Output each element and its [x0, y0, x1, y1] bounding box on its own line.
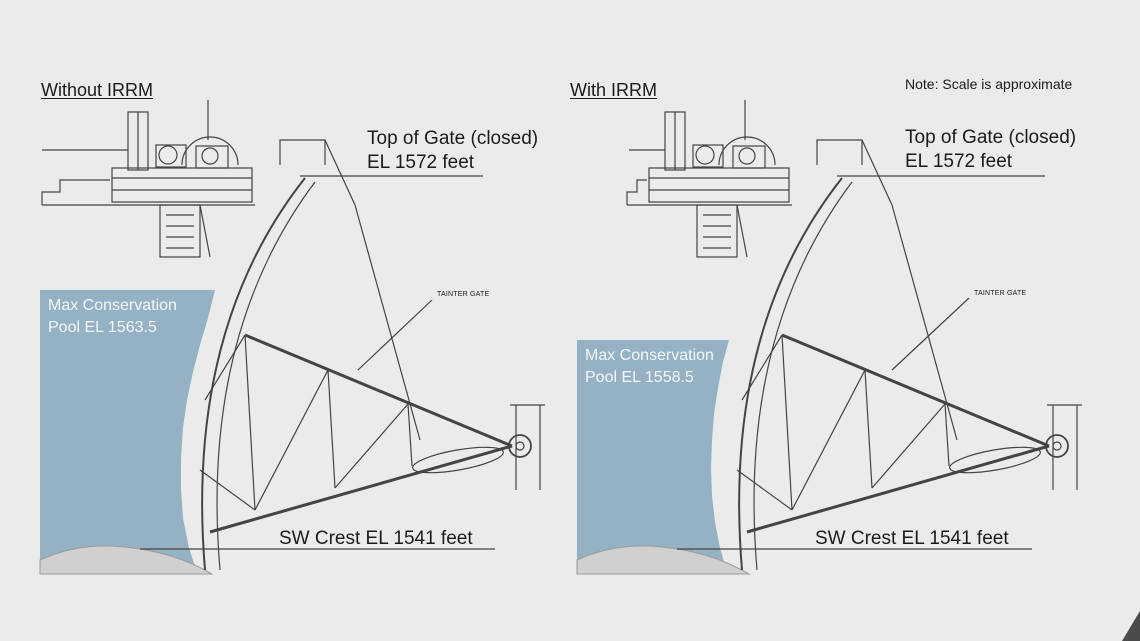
pier-outline — [279, 139, 326, 165]
hoist-ladder — [696, 204, 738, 258]
upper-arm — [781, 333, 1050, 448]
gate-drawing — [39, 100, 545, 575]
panel-without-irrm: Without IRRM Top of Gate (closed) EL 157… — [39, 80, 545, 575]
pier-face — [324, 139, 356, 206]
gate-top-label-line1: Top of Gate (closed) — [905, 127, 1077, 148]
upper-arm — [244, 333, 513, 448]
lower-arm — [746, 444, 1050, 534]
ground-mound — [39, 545, 214, 575]
tainter-leader — [357, 299, 433, 371]
trunnion-arm — [949, 446, 1041, 474]
trunnion-arm — [412, 446, 504, 474]
pool-label: Max Conservation Pool EL 1563.5 — [48, 297, 177, 336]
hoist-drum — [181, 136, 239, 166]
pier-slope — [354, 204, 421, 441]
gate-top-label-line2: EL 1572 feet — [367, 152, 475, 173]
gate-drawing — [576, 100, 1082, 575]
corner-mark — [1122, 611, 1140, 641]
skin-plate — [201, 177, 306, 571]
trunnion-pin — [508, 434, 532, 458]
panel-with-irrm: With IRRM Top of Gate (closed) EL 1572 f… — [537, 0, 1107, 641]
panel-title: Without IRRM — [41, 80, 154, 100]
hoist-frame — [111, 167, 253, 203]
crest-label: SW Crest EL 1541 feet — [279, 528, 473, 549]
panel-title: With IRRM — [570, 80, 657, 100]
gate-top-label-line2: EL 1572 feet — [905, 151, 1013, 172]
pier-face — [861, 139, 893, 206]
deck-profile — [626, 179, 647, 205]
crest-label: SW Crest EL 1541 feet — [815, 528, 1009, 549]
water-pool — [577, 340, 729, 572]
water-pool — [40, 290, 215, 572]
hoist-drum — [718, 136, 776, 166]
tainter-leader — [891, 297, 970, 371]
trunnion-pin — [1045, 434, 1069, 458]
tainter-gate-label: TAINTER GATE — [974, 290, 1027, 297]
deck-profile — [41, 179, 110, 205]
hoist-frame — [648, 167, 790, 203]
pier-slope — [891, 204, 958, 441]
tainter-gate-label: TAINTER GATE — [437, 291, 490, 298]
ground-mound — [576, 545, 751, 575]
pool-label: Max Conservation Pool EL 1558.5 — [585, 347, 714, 386]
gate-top-label-line1: Top of Gate (closed) — [367, 128, 539, 149]
hoist-ladder — [159, 204, 201, 258]
skin-plate — [738, 177, 843, 571]
pier-outline — [816, 139, 863, 165]
scale-note: Note: Scale is approximate — [905, 76, 1073, 92]
lower-arm — [209, 444, 513, 534]
